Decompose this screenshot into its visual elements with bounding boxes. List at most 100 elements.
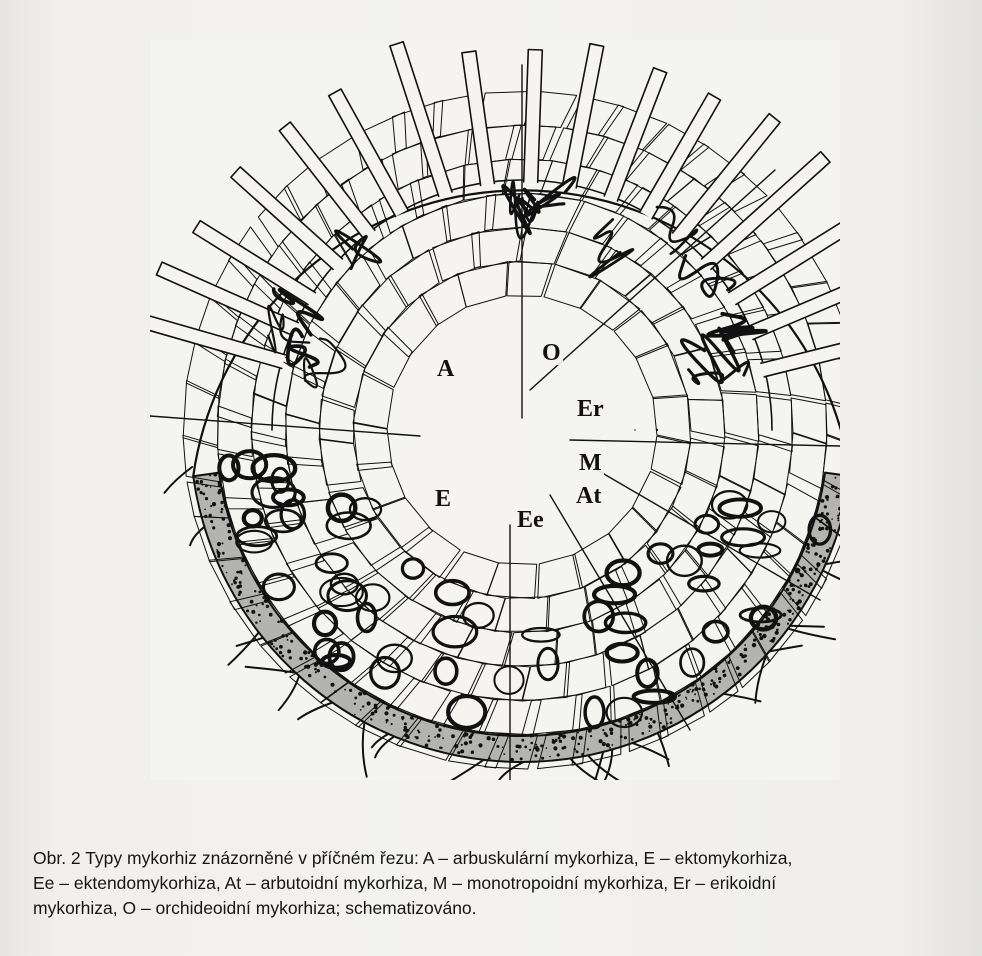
mantle-hypha-dot [718,677,721,680]
mantle-hypha-dot [279,645,283,649]
mantle-hypha-dot [671,706,674,709]
hypha [304,338,345,387]
mantle-hypha-dot [814,552,818,556]
cortex-cell [818,357,840,408]
mantle-hypha-dot [713,693,715,695]
label-ectendo: Ee [515,508,546,532]
mantle-hypha-dot [777,623,781,627]
mantle-hypha-dot [239,581,242,584]
cortex-cell [593,599,646,655]
mantle-hypha-dot [469,740,472,743]
mantle-hypha-dot [354,703,356,705]
mantle-hypha-dot [221,508,224,511]
mantle-hypha-dot [324,676,327,679]
mantle-hypha-dot [299,657,303,661]
label-arbuscular: A [435,357,456,381]
mantle-hypha-dot [837,517,839,519]
mantle-hypha-dot [714,685,718,689]
mantle-hypha-dot [213,473,217,477]
mantle-hypha-dot [524,746,527,749]
root-hair [390,42,452,197]
mantle-hypha-dot [611,744,613,746]
sector-divider [580,460,820,600]
mantle-hypha-dot [303,650,307,654]
mantle-hypha-dot [826,549,830,553]
mantle-hypha-dot [492,738,496,742]
mantle-hypha-dot [826,512,829,515]
mantle-hypha-dot [587,748,589,750]
mantle-hypha-dot [496,745,499,748]
mantle-hypha-dot [809,568,813,572]
mantle-hypha-dot [662,725,666,729]
mantle-hypha-dot [752,643,756,647]
mantle-hypha-dot [434,736,436,738]
mantle-hypha-dot [808,551,810,553]
label-arbutoid: At [574,484,603,508]
fungal-structure [695,515,719,533]
mantle-hypha-dot [435,724,439,728]
mantle-hypha-dot [222,552,225,555]
mantle-hypha-dot [520,757,523,760]
mantle-hypha-dot [821,499,825,503]
mantle-hypha-dot [269,613,273,617]
mantle-hypha-dot [216,549,218,551]
mantle-hypha-dot [210,486,212,488]
mantle-hypha-dot [503,753,505,755]
mantle-hypha-dot [686,690,689,693]
mantle-hypha-dot [370,718,372,720]
mantle-hypha-dot [759,636,763,640]
mantle-hypha-dot [552,740,556,744]
cortex-cell [564,653,606,698]
mantle-hypha-dot [404,722,407,725]
mantle-hypha-dot [685,697,687,699]
fungal-structure [494,666,523,694]
fungal-structure [698,544,722,556]
mantle-hypha-dot [241,559,245,563]
mantle-hypha-dot [837,515,839,517]
mantle-hypha-dot [557,753,560,756]
mantle-hypha-dot [678,695,680,697]
mantle-hypha-dot [602,729,604,731]
mantle-hypha-dot [680,704,684,708]
fungal-structure [436,581,469,605]
mantle-hypha-dot [677,704,679,706]
mantle-hypha-dot [216,550,219,553]
mantle-hypha-dot [757,631,759,633]
mantle-hypha-dot [210,505,212,507]
mantle-hypha-dot [819,555,822,558]
label-monotropoid: M [577,451,604,475]
root-hair [761,330,840,377]
mantle-hypha-dot [546,747,548,749]
mantle-hypha-dot [609,728,613,732]
cortex-cell [722,393,759,442]
mantle-hypha-dot [239,570,243,574]
mantle-hypha-dot [516,745,520,749]
mantle-hypha-dot [384,711,388,715]
mantle-hypha-dot [641,732,644,735]
mantle-hypha-dot [824,505,827,508]
mantle-hypha-dot [367,701,371,705]
mantle-hypha-dot [776,629,779,632]
mantle-hypha-dot [259,620,261,622]
mantle-hypha-dot [599,739,603,743]
mantle-hypha-dot [287,649,291,653]
mantle-hypha-dot [605,734,608,737]
cortex-cell [507,262,552,297]
mantle-hypha-dot [836,495,840,499]
mantle-hypha-dot [200,480,203,483]
mantle-hypha-dot [478,743,482,747]
mantle-hypha-dot [818,527,822,531]
mantle-hypha-dot [800,585,803,588]
mantle-hypha-dot [555,740,557,742]
mantle-hypha-dot [711,679,714,682]
extramatrical-hypha [450,760,484,780]
extramatrical-hypha [298,703,332,720]
mantle-hypha-dot [808,585,811,588]
cortex-cell [538,554,583,598]
cortex-cell [626,579,676,637]
mantle-hypha-dot [439,747,441,749]
mantle-hypha-dot [678,700,681,703]
mantle-hypha-dot [797,579,800,582]
mantle-hypha-dot [639,714,641,716]
fungal-structure [328,495,355,521]
